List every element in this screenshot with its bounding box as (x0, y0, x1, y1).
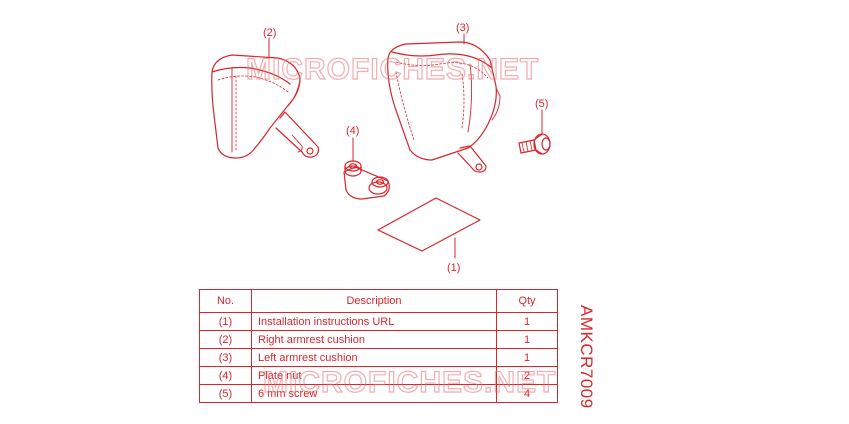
row-description: Installation instructions URL (251, 312, 497, 331)
header-description: Description (251, 289, 497, 313)
header-no: No. (199, 289, 252, 313)
callout-1-label: (1) (447, 262, 460, 274)
table-row: (2) Right armrest cushion 1 (199, 330, 558, 349)
callout-5-label: (5) (535, 98, 548, 110)
row-no: (4) (199, 366, 252, 385)
row-no: (5) (199, 384, 252, 403)
plate-nut-part (343, 160, 390, 200)
screw-part (518, 133, 551, 155)
row-no: (1) (199, 312, 252, 331)
row-no: (3) (199, 348, 252, 367)
row-description: Right armrest cushion (251, 330, 497, 349)
row-description: Left armrest cushion (251, 348, 497, 367)
row-qty: 2 (496, 366, 558, 385)
row-no: (2) (199, 330, 252, 349)
table-row: (4) Plate nut 2 (199, 366, 558, 385)
header-qty: Qty (496, 289, 558, 313)
table-row: (1) Installation instructions URL 1 (199, 312, 558, 331)
table-row: (3) Left armrest cushion 1 (199, 348, 558, 367)
callout-2-label: (2) (263, 27, 276, 39)
row-qty: 1 (496, 330, 558, 349)
row-qty: 1 (496, 348, 558, 367)
table-row: (5) 6 mm screw 4 (199, 384, 558, 403)
parts-table: No. Description Qty (1) Installation ins… (199, 289, 558, 403)
row-qty: 4 (496, 384, 558, 403)
callout-4-label: (4) (346, 125, 359, 137)
row-description: 6 mm screw (251, 384, 497, 403)
row-description: Plate nut (251, 366, 497, 385)
callout-3-label: (3) (456, 22, 469, 34)
document-code: AMKCR7009 (577, 305, 596, 409)
instruction-sheet-part (377, 197, 481, 252)
table-header-row: No. Description Qty (199, 289, 558, 313)
row-qty: 1 (496, 312, 558, 331)
watermark-top: MICROFICHES.NET (246, 53, 539, 86)
left-armrest-cushion-part (387, 41, 501, 173)
right-armrest-cushion-part (211, 54, 319, 159)
